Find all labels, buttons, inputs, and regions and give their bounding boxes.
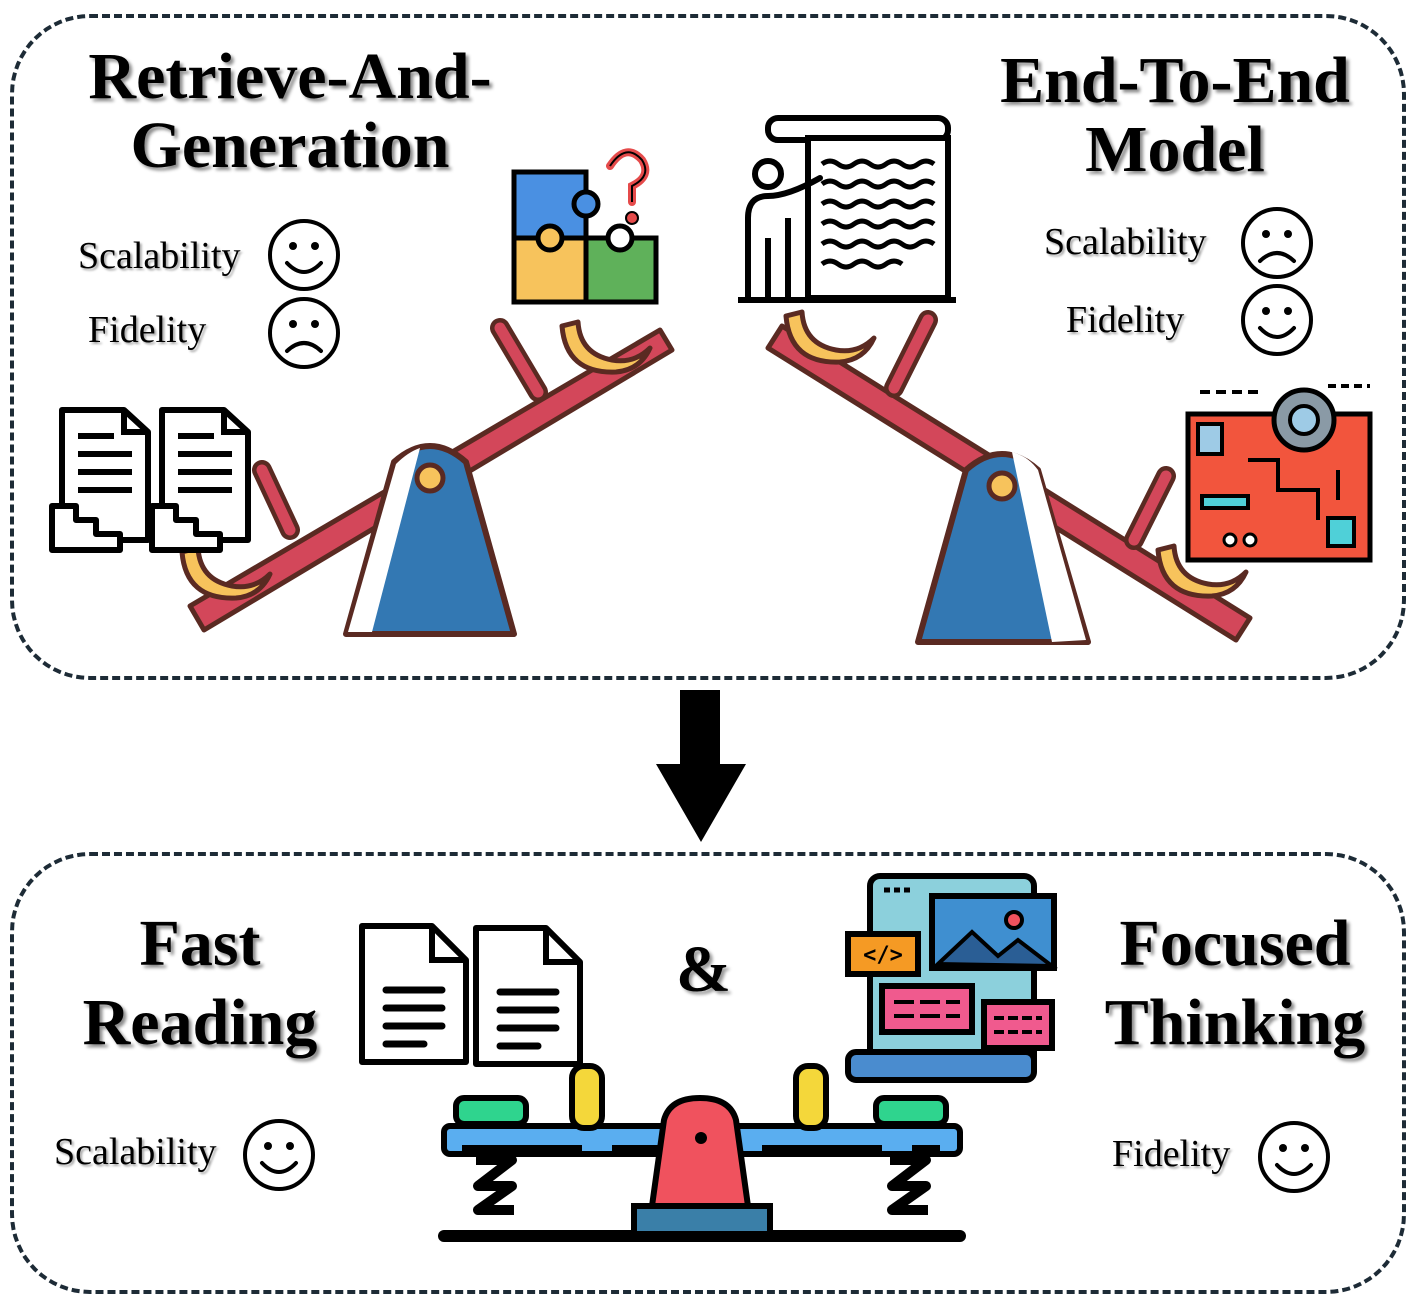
down-arrow-icon bbox=[656, 690, 746, 842]
fast-reading-scalability-smile-icon bbox=[243, 1119, 315, 1191]
e2e-fidelity-smile-icon bbox=[1241, 284, 1313, 356]
rag-fulcrum bbox=[343, 443, 517, 637]
focused-thinking-line1: Focused bbox=[1119, 907, 1351, 980]
circuit-board-gear-icon bbox=[1185, 384, 1373, 563]
e2e-title-line2: Model bbox=[1085, 113, 1265, 187]
rag-fidelity-label: Fidelity bbox=[88, 309, 207, 351]
puzzle-question-icon bbox=[511, 148, 659, 305]
e2e-scalability-frown-icon bbox=[1241, 207, 1313, 279]
e2e-scalability-label: Scalability bbox=[1044, 221, 1207, 263]
fast-reading-line2: Reading bbox=[82, 986, 318, 1060]
focused-thinking-line2: Thinking bbox=[1104, 986, 1366, 1060]
web-page-code-icon: </> bbox=[845, 873, 1059, 1083]
fast-reading-document-icon-1 bbox=[362, 926, 466, 1062]
focused-thinking-fidelity-label: Fidelity bbox=[1112, 1133, 1231, 1175]
rag-title-line1: Retrieve-And- bbox=[88, 40, 492, 113]
fast-reading-scalability-label: Scalability bbox=[54, 1131, 217, 1173]
fast-reading-title: Fast Reading bbox=[60, 904, 340, 1062]
focused-thinking-fidelity-smile-icon bbox=[1258, 1121, 1330, 1193]
rag-title-line2: Generation bbox=[130, 109, 450, 183]
rag-scalability-smile-icon bbox=[268, 219, 340, 291]
ampersand-connector: & bbox=[676, 933, 731, 1006]
e2e-fulcrum bbox=[915, 451, 1091, 645]
e2e-seesaw bbox=[738, 115, 1373, 645]
fast-reading-line1: Fast bbox=[139, 907, 261, 980]
top-panel bbox=[10, 14, 1406, 680]
e2e-fidelity-label: Fidelity bbox=[1066, 299, 1185, 341]
rag-seesaw bbox=[52, 148, 675, 637]
balanced-seesaw bbox=[438, 1063, 966, 1242]
rag-title: Retrieve-And- Generation bbox=[60, 42, 520, 181]
fast-reading-document-icon-2 bbox=[476, 928, 580, 1064]
focused-thinking-title: Focused Thinking bbox=[1090, 904, 1380, 1062]
rag-document-icon-2 bbox=[152, 410, 248, 550]
svg-text:</>: </> bbox=[863, 943, 903, 968]
rag-scalability-label: Scalability bbox=[78, 235, 241, 277]
presentation-board-icon bbox=[738, 115, 956, 303]
e2e-title: End-To-End Model bbox=[980, 46, 1370, 185]
rag-fidelity-frown-icon bbox=[268, 297, 340, 369]
bottom-panel bbox=[10, 852, 1406, 1294]
e2e-title-line1: End-To-End bbox=[1000, 44, 1350, 117]
rag-document-icon-1 bbox=[52, 410, 148, 550]
